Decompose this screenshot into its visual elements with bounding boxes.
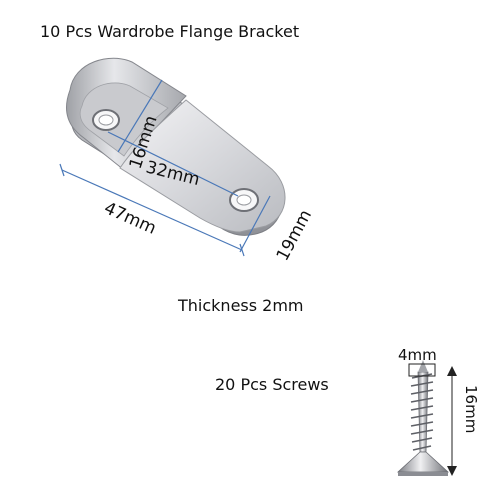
flange-bracket — [66, 57, 286, 236]
screw-dimension-lines — [408, 363, 453, 470]
screw — [396, 360, 450, 476]
screw-label-length: 16mm — [462, 385, 480, 433]
dim-label-length: 47mm — [101, 198, 159, 239]
product-title: 10 Pcs Wardrobe Flange Bracket — [40, 22, 300, 41]
screw-head — [396, 451, 450, 473]
dim-line-length — [61, 169, 243, 251]
dimension-lines — [59, 79, 271, 257]
screws-label: 20 Pcs Screws — [215, 375, 329, 394]
screw-label-diameter: 4mm — [398, 346, 437, 364]
thickness-label: Thickness 2mm — [178, 296, 304, 315]
bracket-cup-floor — [79, 82, 169, 157]
screw-threads — [410, 373, 434, 451]
dim-line-hole-spacing — [107, 131, 239, 197]
screw-dim-arrows — [447, 366, 457, 476]
dim-line-height — [239, 195, 271, 253]
